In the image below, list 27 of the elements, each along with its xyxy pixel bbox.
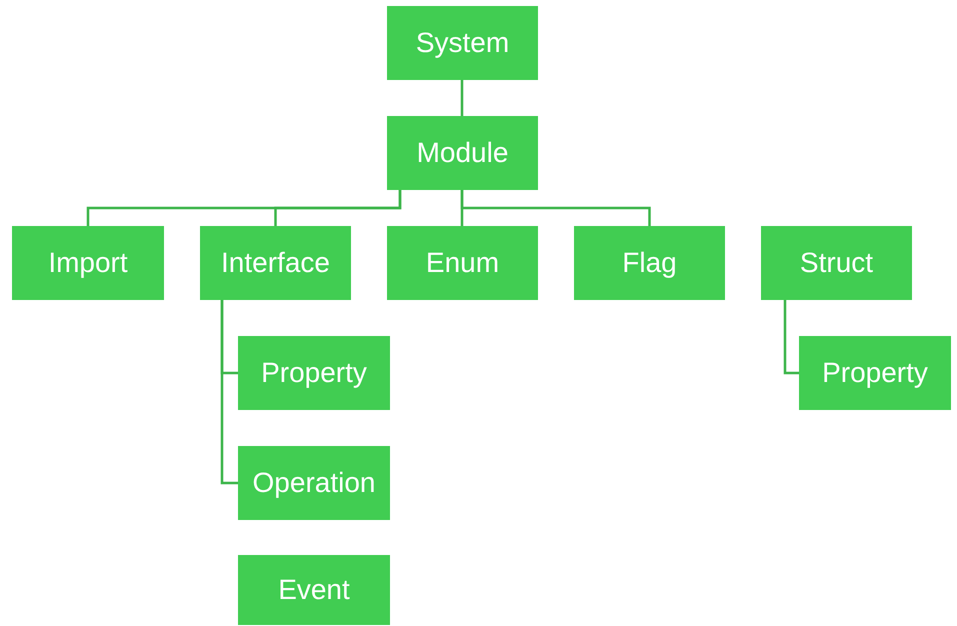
connector-line	[460, 190, 651, 226]
connector-line	[784, 300, 799, 374]
node-label: Event	[278, 574, 350, 606]
node-label: Interface	[221, 247, 330, 279]
connector-line	[274, 190, 402, 226]
node-box	[200, 226, 351, 300]
node-label: System	[416, 27, 510, 59]
node-box	[574, 226, 725, 300]
node-box	[387, 226, 538, 300]
node-box	[238, 446, 390, 520]
node-box	[387, 116, 538, 190]
node-label: Flag	[622, 247, 677, 279]
node-label: Property	[261, 357, 367, 389]
node-box	[238, 555, 390, 625]
node-label: Enum	[426, 247, 500, 279]
node-label: Operation	[252, 467, 376, 499]
node-label: Struct	[800, 247, 874, 279]
node-box	[761, 226, 912, 300]
node-box	[387, 6, 538, 80]
node-box	[12, 226, 164, 300]
node-box	[238, 336, 390, 410]
node-box	[799, 336, 951, 410]
connector-line	[220, 300, 238, 484]
node-label: Module	[416, 137, 508, 169]
connector-line	[460, 80, 464, 116]
node-label: Import	[48, 247, 128, 279]
node-label: Property	[822, 357, 928, 389]
